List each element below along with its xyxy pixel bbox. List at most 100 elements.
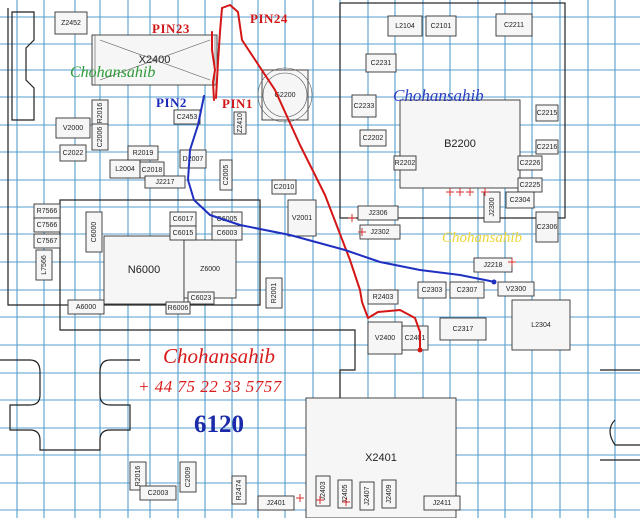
component-z6000	[183, 239, 237, 299]
component-c2231	[365, 53, 397, 73]
component-label-v2300: V2300	[506, 286, 526, 293]
component-label-l2004: L2004	[115, 166, 135, 173]
component-c2202	[359, 129, 387, 147]
component-j2409	[381, 479, 397, 509]
housing-cutout-bottom-left	[0, 359, 140, 451]
component-z2452	[54, 11, 88, 35]
component-label-r2019: R2019	[133, 150, 154, 157]
blue-trace-pin2	[187, 95, 496, 283]
component-r2403	[367, 289, 399, 305]
component-d2007	[179, 149, 207, 169]
component-j2401	[257, 495, 295, 511]
component-label-c2225: C2225	[520, 182, 541, 189]
watermark-top-right: Chohansahib	[393, 86, 484, 105]
component-label-c2003: C2003	[148, 490, 169, 497]
component-c2303	[417, 281, 447, 299]
component-c2010	[271, 179, 297, 195]
pin1-label: PIN1	[222, 96, 253, 111]
component-label-j2401: J2401	[266, 500, 285, 507]
component-label-c2233: C2233	[354, 103, 375, 110]
component-label-j2409: J2409	[386, 484, 393, 503]
component-label-r2202: R2202	[395, 160, 416, 167]
watermark-middle-right: Chohansahib	[442, 230, 523, 246]
component-j2300	[483, 191, 501, 223]
component-c2233	[351, 94, 377, 118]
pin23-label: PIN23	[152, 21, 190, 36]
component-layer	[33, 11, 571, 518]
component-label-j2302: J2302	[370, 229, 389, 236]
component-label-c6023: C6023	[191, 295, 212, 302]
component-r2016	[129, 461, 147, 491]
pin24-endpoint	[417, 347, 423, 353]
component-j2306	[357, 205, 399, 221]
component-z2410	[233, 111, 247, 135]
component-label-j2403: J2403	[320, 481, 327, 500]
g2200-battery-inner	[262, 72, 308, 118]
component-c2317	[439, 317, 487, 341]
component-v2300	[497, 281, 535, 297]
component-label-z6000: Z6000	[200, 266, 220, 273]
ic-details	[94, 34, 313, 123]
component-label-l7566: L7566	[41, 255, 48, 275]
component-label-g2200: G2200	[274, 92, 295, 99]
red-trace-pin23	[211, 31, 216, 101]
component-label-r2016: R2016	[135, 466, 142, 487]
component-j2411	[423, 495, 461, 511]
component-l2104	[387, 15, 423, 37]
component-label-d2007: D2007	[183, 156, 204, 163]
red-trace-pin24	[221, 4, 421, 349]
component-label-c2010: C2010	[274, 184, 295, 191]
component-r2001	[265, 277, 283, 309]
component-label-c2306: C2306	[537, 224, 558, 231]
component-label-l2104: L2104	[395, 23, 415, 30]
component-label-r7566: R7566	[37, 208, 58, 215]
red-trace-pin1	[215, 7, 223, 99]
component-label-l2304: L2304	[531, 322, 551, 329]
component-label-c2453: C2453	[177, 114, 198, 121]
component-j2407	[359, 481, 375, 511]
component-c2226	[517, 155, 543, 171]
x2400-hatch-2	[99, 39, 211, 81]
component-label-c6003: C6003	[217, 230, 238, 237]
component-label-v2400: V2400	[375, 335, 395, 342]
component-label-r2016: R2016	[97, 103, 104, 124]
component-c2215	[535, 104, 559, 122]
component-label-j2300: J2300	[489, 197, 496, 216]
board-edge	[7, 8, 356, 510]
pin2-endpoint	[491, 279, 497, 285]
credit-name: Chohansahib	[163, 344, 276, 368]
component-label-c2211: C2211	[504, 22, 524, 29]
component-label-r2403: R2403	[373, 294, 394, 301]
component-c2304	[505, 191, 535, 209]
component-label-r6006: R6006	[168, 305, 189, 312]
model-number: 6120	[194, 411, 244, 438]
component-c2022	[59, 144, 87, 162]
component-label-c2202: C2202	[363, 135, 384, 142]
component-label-c2307: C2307	[457, 287, 478, 294]
component-label-c7566: C7566	[37, 222, 58, 229]
component-label-c2304: C2304	[510, 197, 531, 204]
component-label-a6000: A6000	[76, 304, 96, 311]
component-r6006	[165, 301, 191, 315]
component-c2216	[535, 139, 559, 155]
component-c7566	[33, 217, 61, 233]
component-l7566	[35, 249, 53, 281]
g2200-battery-outline	[257, 67, 313, 123]
component-label-x2401: X2401	[365, 452, 397, 464]
component-label-c2226: C2226	[520, 160, 541, 167]
component-c2101	[425, 15, 457, 37]
component-label-c6015: C6015	[173, 230, 194, 237]
component-j2217	[144, 175, 186, 189]
component-label-c2401: C2401	[405, 335, 426, 342]
credit-phone: + 44 75 22 33 5757	[138, 377, 282, 396]
component-label-c6005: C6005	[217, 216, 238, 223]
component-label-j2218: J2218	[483, 262, 502, 269]
shield-frame-left-bottom	[59, 199, 261, 306]
component-label-r2001: R2001	[271, 283, 278, 304]
component-label-b2200: B2200	[444, 138, 476, 150]
component-r2474	[231, 475, 247, 505]
component-r2202	[393, 155, 417, 171]
